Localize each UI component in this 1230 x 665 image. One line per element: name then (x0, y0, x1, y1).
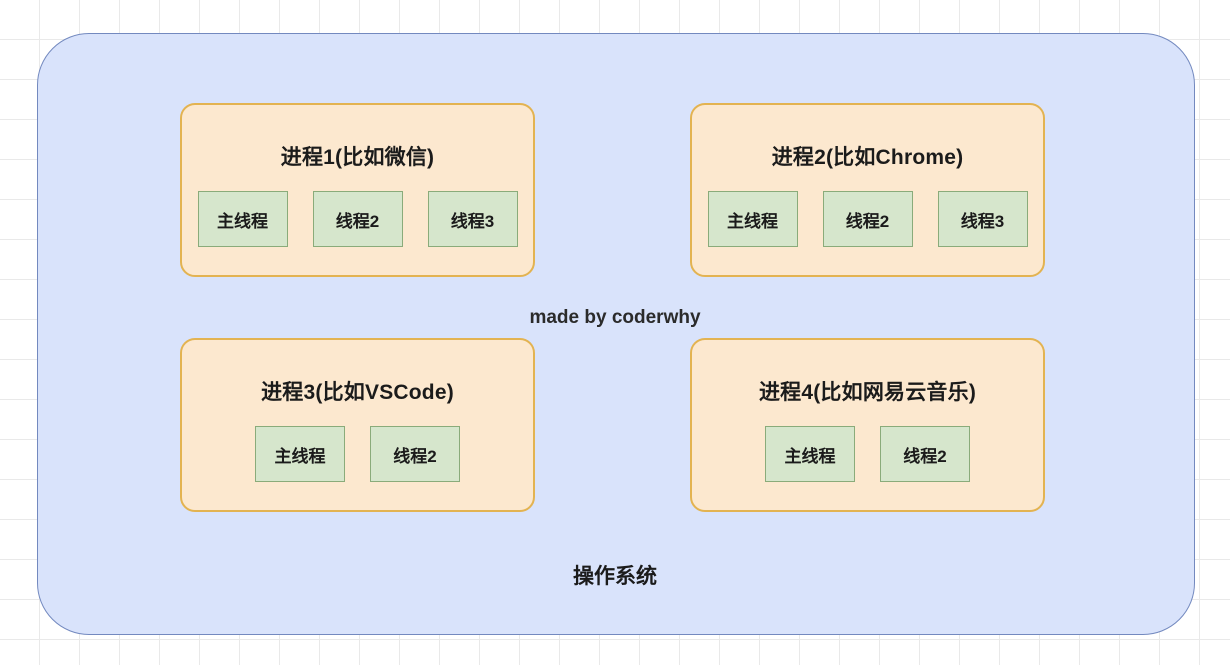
process-box-1[interactable]: 进程1(比如微信) 主线程 线程2 线程3 (180, 103, 535, 277)
thread-box-3[interactable]: 线程3 (937, 191, 1028, 247)
thread-box-main[interactable]: 主线程 (197, 191, 288, 247)
process-title: 进程4(比如网易云音乐) (758, 381, 977, 404)
thread-label: 线程3 (450, 211, 495, 231)
thread-label: 主线程 (274, 446, 326, 466)
thread-box-2[interactable]: 线程2 (312, 191, 403, 247)
thread-label: 线程3 (960, 211, 1005, 231)
thread-box-main[interactable]: 主线程 (707, 191, 798, 247)
thread-label: 主线程 (727, 211, 778, 231)
thread-label: 线程2 (393, 446, 437, 466)
thread-box-2[interactable]: 线程2 (370, 426, 460, 482)
thread-label: 线程2 (903, 446, 947, 466)
thread-box-2[interactable]: 线程2 (822, 191, 913, 247)
process-title: 进程2(比如Chrome) (771, 146, 964, 169)
process-box-2[interactable]: 进程2(比如Chrome) 主线程 线程2 线程3 (690, 103, 1045, 277)
thread-box-3[interactable]: 线程3 (427, 191, 518, 247)
thread-row: 主线程 线程2 线程3 (692, 191, 1043, 247)
process-box-3[interactable]: 进程3(比如VSCode) 主线程 线程2 (180, 338, 535, 512)
process-title: 进程3(比如VSCode) (261, 381, 454, 404)
thread-label: 主线程 (784, 446, 836, 466)
thread-row: 主线程 线程2 线程3 (182, 191, 533, 247)
thread-row: 主线程 线程2 (692, 426, 1043, 482)
thread-box-main[interactable]: 主线程 (255, 426, 345, 482)
operating-system-label: 操作系统 (573, 565, 657, 588)
thread-row: 主线程 线程2 (182, 426, 533, 482)
thread-label: 主线程 (217, 211, 268, 231)
thread-label: 线程2 (335, 211, 380, 231)
thread-box-2[interactable]: 线程2 (880, 426, 970, 482)
thread-label: 线程2 (845, 211, 890, 231)
watermark-text: made by coderwhy (529, 307, 701, 328)
thread-box-main[interactable]: 主线程 (765, 426, 855, 482)
process-box-4[interactable]: 进程4(比如网易云音乐) 主线程 线程2 (690, 338, 1045, 512)
process-title: 进程1(比如微信) (280, 146, 435, 169)
